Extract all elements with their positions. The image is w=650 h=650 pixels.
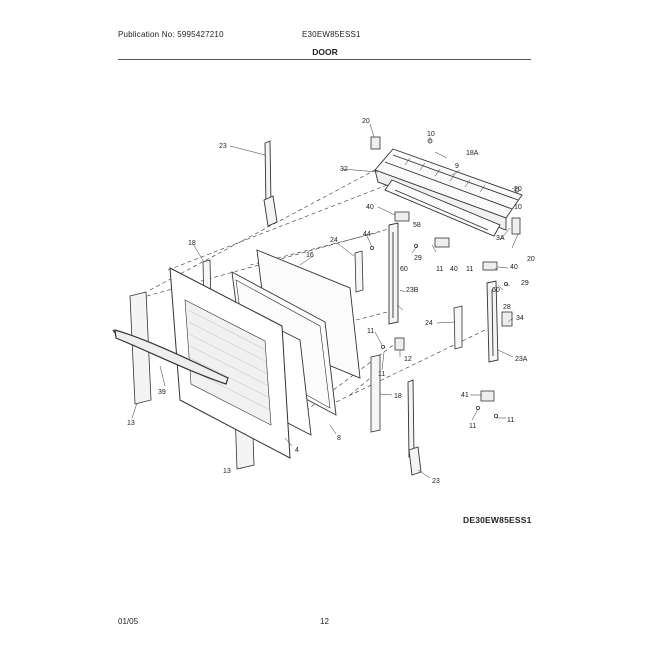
callout-label: 18: [188, 240, 196, 247]
callout-label: 39: [158, 389, 166, 396]
callout-label: 23: [432, 478, 440, 485]
callout-label: 8: [337, 435, 341, 442]
page-number: 12: [320, 617, 329, 626]
door-handle: [112, 329, 229, 385]
section-title: DOOR: [312, 47, 338, 57]
diagram-code: DE30EW85ESS1: [463, 515, 532, 525]
callout-label: 29: [521, 280, 529, 287]
callout-label: 3A: [496, 235, 505, 242]
callout-label: 20: [527, 256, 535, 263]
callouts: 10 20 18A 23 32 9 10 40 58 20 44 24 18 1…: [127, 118, 535, 485]
callout-label: 13: [223, 468, 231, 475]
publication-number: Publication No: 5995427210: [118, 30, 224, 39]
callout-label: 20: [362, 118, 370, 125]
callout-label: 23: [219, 143, 227, 150]
callout-label: 40: [366, 204, 374, 211]
callout-label: 23A: [515, 356, 528, 363]
callout-label: 11: [466, 266, 473, 273]
callout-label: 10: [427, 131, 435, 138]
callout-label: 13: [127, 420, 135, 427]
outer-door-panel: [169, 267, 291, 459]
model-number: E30EW85ESS1: [302, 30, 361, 39]
clip-parts: [369, 136, 521, 418]
callout-label: 16: [306, 252, 314, 259]
callout-label: 32: [340, 166, 348, 173]
callout-label: 29: [414, 255, 422, 262]
callout-label: 11: [367, 328, 374, 335]
callout-label: 40: [450, 266, 458, 273]
callout-label: 11: [507, 417, 514, 424]
callout-label: 18A: [466, 150, 479, 157]
callout-label: 11: [436, 266, 443, 273]
leader-lines: [131, 123, 519, 479]
callout-label: 11: [378, 371, 385, 378]
callout-label: 60: [492, 287, 500, 294]
callout-label: 20: [514, 186, 522, 193]
callout-label: 34: [516, 315, 524, 322]
callout-label: 10: [514, 204, 522, 211]
callout-label: 40: [510, 264, 518, 271]
footer-date: 01/05: [118, 617, 139, 626]
callout-label: 28: [503, 304, 511, 311]
callout-label: 18: [394, 393, 402, 400]
callout-label: 41: [461, 392, 469, 399]
callout-label: 4: [295, 447, 299, 454]
callout-label: 44: [363, 231, 371, 238]
callout-label: 24: [425, 320, 433, 327]
callout-label: 58: [413, 222, 421, 229]
hinge-channels: [263, 140, 499, 476]
callout-label: 24: [330, 237, 338, 244]
callout-label: 23B: [406, 287, 419, 294]
callout-label: 9: [455, 163, 459, 170]
door-top-trim: [374, 148, 523, 237]
header-divider: [118, 59, 531, 60]
callout-label: 12: [404, 356, 412, 363]
callout-label: 60: [400, 266, 408, 273]
callout-label: 11: [469, 423, 476, 430]
